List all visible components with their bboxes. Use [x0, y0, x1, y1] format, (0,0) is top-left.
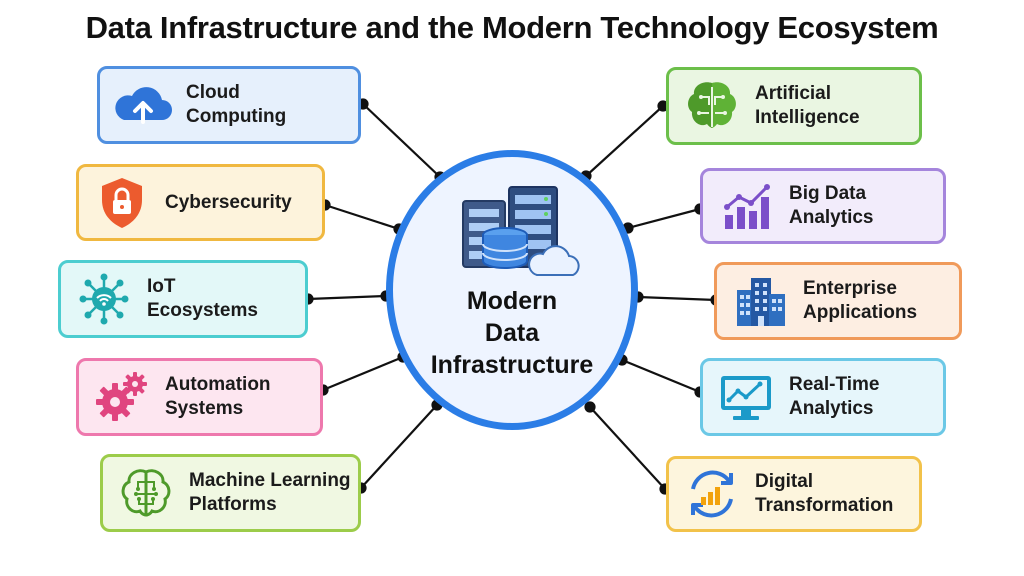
- connector-cloud: [362, 103, 441, 178]
- page-title: Data Infrastructure and the Modern Techn…: [85, 10, 939, 45]
- connector-bigdata: [627, 207, 701, 230]
- connector-enterprise: [637, 295, 717, 302]
- node-iot-ecosystems[interactable]: IoT Ecosystems: [58, 260, 308, 338]
- ai-brain-icon: [688, 82, 736, 128]
- connector-ml: [360, 404, 438, 489]
- cloud-upload-icon: [115, 87, 172, 124]
- circuit-brain-icon: [121, 469, 171, 517]
- refresh-chart-icon: [691, 470, 733, 518]
- bar-chart-icon: [724, 184, 770, 229]
- connector-digital: [589, 406, 666, 490]
- node-label: Cybersecurity: [165, 191, 292, 213]
- iot-network-icon: [79, 273, 129, 325]
- node-label: Digital Transformation: [755, 471, 894, 516]
- connector-ai: [585, 105, 664, 177]
- connector-realtime: [621, 358, 701, 394]
- monitor-chart-icon: [721, 376, 771, 420]
- node-label: Machine Learning Platforms: [189, 470, 351, 515]
- gears-icon: [96, 372, 147, 421]
- node-label: Cloud Computing: [186, 82, 287, 127]
- node-label: Big Data Analytics: [789, 183, 874, 228]
- node-digital-transformation[interactable]: Digital Transformation: [666, 456, 922, 532]
- connector-iot: [307, 294, 387, 301]
- node-label: Enterprise Applications: [803, 278, 918, 323]
- node-enterprise-applications[interactable]: Enterprise Applications: [714, 262, 962, 340]
- node-automation-systems[interactable]: Automation Systems: [76, 358, 323, 436]
- central-hub: Modern Data Infrastructure: [386, 150, 638, 430]
- shield-lock-icon: [102, 177, 142, 228]
- node-label: IoT Ecosystems: [147, 276, 258, 321]
- node-label: Artificial Intelligence: [755, 83, 860, 128]
- node-big-data-analytics[interactable]: Big Data Analytics: [700, 168, 946, 244]
- node-artificial-intelligence[interactable]: Artificial Intelligence: [666, 67, 922, 145]
- connector-cybersecurity: [324, 203, 400, 231]
- connector-automation: [322, 355, 404, 392]
- node-machine-learning-platforms[interactable]: Machine Learning Platforms: [100, 454, 361, 532]
- node-real-time-analytics[interactable]: Real-Time Analytics: [700, 358, 946, 436]
- office-building-icon: [737, 278, 785, 326]
- server-database-cloud-icon: [462, 186, 580, 276]
- hub-label: Modern Data Infrastructure: [430, 287, 594, 379]
- node-cloud-computing[interactable]: Cloud Computing: [97, 66, 361, 144]
- node-label: Automation Systems: [165, 374, 271, 419]
- node-cybersecurity[interactable]: Cybersecurity: [76, 164, 325, 241]
- node-label: Real-Time Analytics: [789, 374, 880, 419]
